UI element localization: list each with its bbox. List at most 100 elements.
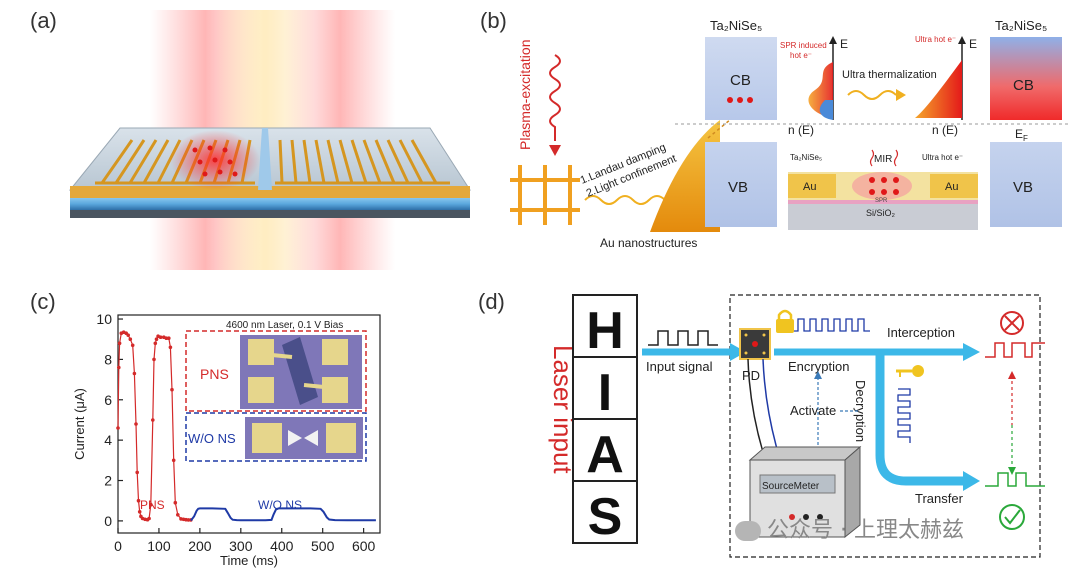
sourcemeter-device bbox=[748, 445, 862, 539]
thermalization-arrowhead bbox=[896, 89, 906, 101]
pns-inset-label: PNS bbox=[200, 366, 229, 382]
success-check-icon bbox=[999, 504, 1025, 530]
fail-x-icon bbox=[1000, 311, 1024, 335]
compare-arrowhead-down bbox=[1008, 467, 1016, 475]
wons-inset-label: W/O NS bbox=[188, 431, 236, 446]
vb-right-label: VB bbox=[1013, 179, 1033, 196]
material-left-label: Ta₂NiSe₅ bbox=[710, 18, 762, 33]
x-tick-label: 600 bbox=[352, 538, 376, 554]
watermark: 公众号 · 上理太赫兹 bbox=[735, 512, 964, 544]
y-tick-label: 2 bbox=[104, 473, 112, 489]
cb-left bbox=[705, 37, 777, 120]
pns-data-point bbox=[153, 341, 158, 346]
wave-arrowhead bbox=[549, 145, 561, 156]
input-pulse-train bbox=[648, 330, 718, 346]
x-tick-label: 100 bbox=[147, 538, 171, 554]
inset-material-label: Ta₂NiSe₅ bbox=[790, 153, 822, 162]
intercepted-output-signal bbox=[985, 342, 1045, 358]
pns-data-point bbox=[171, 458, 176, 463]
compare-arrowhead-up bbox=[1008, 371, 1016, 379]
panel-b: (b) Plas bbox=[470, 0, 1080, 285]
pns-data-point bbox=[158, 335, 163, 339]
plasma-excitation-label: Plasma-excitation bbox=[517, 40, 533, 151]
transferred-output-signal bbox=[985, 472, 1045, 487]
ultra-hot-distribution bbox=[915, 60, 962, 118]
inset-au-right: Au bbox=[945, 181, 958, 193]
encrypted-pulse-train bbox=[792, 318, 870, 332]
x-tick-label: 0 bbox=[114, 538, 122, 554]
pns-data-point bbox=[147, 516, 151, 521]
device-cross-section-inset bbox=[788, 149, 978, 230]
nanostructure-dots bbox=[192, 145, 238, 177]
pns-data-point bbox=[134, 422, 138, 426]
interception-label: Interception bbox=[887, 325, 955, 340]
substrate-blue-layer bbox=[70, 198, 470, 210]
pns-data-point bbox=[167, 336, 171, 340]
e-axis-left-label: E bbox=[840, 37, 848, 51]
watermark-text: 公众号 · 上理太赫兹 bbox=[767, 518, 964, 543]
y-tick-label: 8 bbox=[104, 351, 112, 367]
pns-data-point bbox=[117, 341, 122, 346]
letter-tile-1: H bbox=[586, 302, 624, 360]
y-axis-label: Current (μA) bbox=[72, 388, 87, 460]
x-tick-label: 500 bbox=[311, 538, 335, 554]
series-group bbox=[116, 330, 376, 522]
pns-data-point bbox=[132, 371, 137, 376]
n-e-right-label: n (E) bbox=[932, 123, 958, 137]
pns-trace-label: PNS bbox=[140, 498, 165, 512]
band-diagram: Plasma-excitation 1.Landau damping 2.Lig… bbox=[510, 18, 1070, 250]
letter-tile-2: I bbox=[598, 364, 612, 422]
x-axis-label: Time (ms) bbox=[220, 553, 278, 568]
substrate-base bbox=[70, 210, 470, 218]
system-dashed-frame bbox=[729, 294, 1041, 558]
material-right-label: Ta₂NiSe₅ bbox=[995, 18, 1047, 33]
pns-data-point bbox=[152, 357, 156, 362]
activate-label: Activate bbox=[790, 403, 836, 418]
pns-data-point bbox=[136, 498, 141, 503]
pns-data-point bbox=[135, 470, 139, 475]
spr-label-line1: SPR induced bbox=[780, 41, 827, 50]
pns-data-point bbox=[170, 387, 174, 392]
inset-title: 4600 nm Laser, 0.1 V Bias bbox=[226, 320, 343, 331]
spr-label-line2: hot e⁻ bbox=[790, 51, 812, 60]
pns-data-point bbox=[176, 513, 180, 517]
input-signal-label: Input signal bbox=[646, 359, 713, 374]
wons-inset-box bbox=[185, 412, 367, 462]
pns-data-point bbox=[126, 333, 130, 337]
pns-data-point bbox=[164, 336, 169, 340]
y-tick-label: 6 bbox=[104, 392, 112, 408]
right-electrode-array bbox=[275, 139, 450, 185]
inset-mir-label: MIR bbox=[874, 154, 892, 165]
wons-trace-label: W/O NS bbox=[258, 498, 302, 512]
x-tick-label: 200 bbox=[188, 538, 212, 554]
inset-ultra-hot-label: Ultra hot e⁻ bbox=[922, 153, 963, 162]
vb-right bbox=[990, 142, 1062, 227]
vb-left-label: VB bbox=[728, 179, 748, 196]
pns-data-point bbox=[168, 345, 173, 350]
au-distribution-shape bbox=[650, 120, 720, 232]
cb-right-label: CB bbox=[1013, 77, 1034, 94]
letter-tile-4: S bbox=[588, 488, 623, 546]
transfer-arrowhead bbox=[963, 471, 980, 491]
panel-a: (a) bbox=[0, 0, 540, 285]
pns-data-point bbox=[173, 500, 178, 505]
wechat-icon bbox=[735, 521, 761, 541]
au-resonator-icon bbox=[510, 165, 580, 225]
photodetector-chip bbox=[739, 328, 771, 360]
ultra-hot-label: Ultra hot e⁻ bbox=[915, 35, 956, 44]
ultra-thermalization-label: Ultra thermalization bbox=[842, 69, 937, 81]
inset-au-left: Au bbox=[803, 181, 816, 193]
thermalization-wave bbox=[847, 90, 897, 100]
series-line-wons bbox=[190, 507, 376, 522]
interception-arrowhead bbox=[963, 343, 980, 361]
pns-data-point bbox=[130, 343, 135, 348]
pd-label: PD bbox=[742, 368, 760, 383]
device-illustration bbox=[68, 10, 471, 270]
sourcemeter-label: SourceMeter bbox=[762, 481, 820, 492]
x-tick-label: 400 bbox=[270, 538, 294, 554]
y-tick-label: 0 bbox=[104, 513, 112, 529]
inset-spr-label: SPR bbox=[875, 198, 888, 204]
